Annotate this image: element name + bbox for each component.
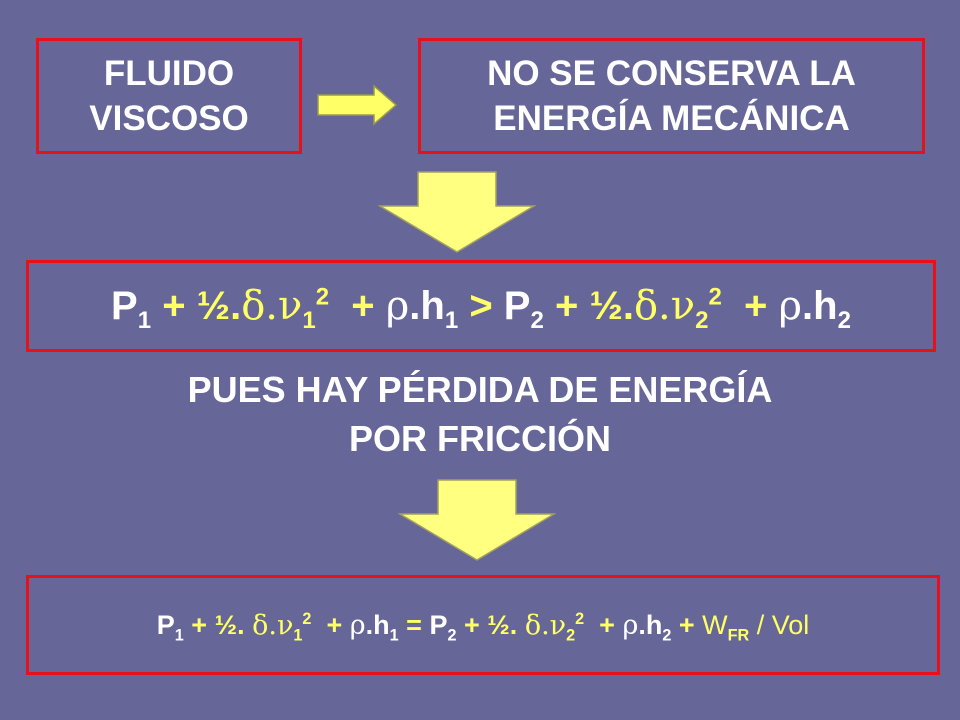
equation-symbol: = bbox=[406, 609, 422, 640]
equation-symbol: + bbox=[351, 284, 375, 328]
equation-symbol: FR bbox=[727, 625, 750, 644]
equation-symbol: δ bbox=[524, 609, 542, 641]
equation-symbol: 1 bbox=[444, 307, 459, 334]
equation-symbol: 1 bbox=[174, 625, 184, 644]
equation-symbol: ν bbox=[276, 609, 294, 641]
equation-symbol: + bbox=[463, 609, 480, 640]
equation-symbol: ½. bbox=[196, 284, 242, 328]
equation-symbol: 2 bbox=[662, 625, 672, 644]
equation-symbol: P bbox=[111, 284, 138, 328]
equation-symbol: P bbox=[429, 609, 448, 640]
equation-symbol: + bbox=[554, 284, 579, 328]
equation-symbol: 1 bbox=[293, 625, 303, 644]
equation-symbol: 2 bbox=[708, 283, 722, 311]
bernoulli-inequality: P1 + ½.δ.ν12 + ρ.h1 > P2 + ½.δ.ν22 + ρ.h… bbox=[111, 283, 851, 333]
equation-symbol: . bbox=[268, 609, 277, 641]
equation-symbol: P bbox=[503, 284, 531, 328]
bernoulli-friction-equation-box: P1 + ½. δ.ν12 + ρ.h1 = P2 + ½. δ.ν22 + ρ… bbox=[26, 575, 940, 675]
equation-symbol: .h bbox=[365, 609, 390, 640]
equation-symbol: W bbox=[702, 609, 728, 640]
down-arrow-icon bbox=[398, 479, 556, 561]
equation-symbol: .h bbox=[802, 284, 838, 328]
energy-not-conserved-box: NO SE CONSERVA LA ENERGÍA MECÁNICA bbox=[418, 38, 925, 154]
energy-loss-line2: POR FRICCIÓN bbox=[348, 418, 611, 459]
equation-symbol: / Vol bbox=[749, 609, 810, 640]
equation-symbol: ρ bbox=[622, 609, 639, 641]
viscous-fluid-line2: VISCOSO bbox=[89, 99, 249, 138]
equation-symbol: 1 bbox=[137, 307, 152, 334]
equation-symbol: 2 bbox=[315, 283, 330, 311]
viscous-fluid-line1: FLUIDO bbox=[103, 54, 235, 93]
equation-symbol: + bbox=[744, 284, 768, 328]
energy-loss-line1: PUES HAY PÉRDIDA DE ENERGÍA bbox=[187, 369, 773, 410]
equation-symbol: 2 bbox=[302, 609, 312, 628]
equation-symbol: 2 bbox=[695, 307, 709, 334]
equation-symbol: ½. bbox=[589, 284, 634, 328]
equation-symbol: + bbox=[326, 609, 343, 640]
right-arrow-icon bbox=[317, 84, 398, 126]
equation-symbol: δ bbox=[633, 283, 659, 329]
equation-symbol: ρ bbox=[349, 609, 366, 641]
equation-symbol: 1 bbox=[389, 625, 399, 644]
equation-symbol: 2 bbox=[566, 625, 576, 644]
equation-symbol: P bbox=[156, 609, 175, 640]
equation-symbol: + bbox=[599, 609, 615, 640]
equation-symbol: ρ bbox=[385, 283, 410, 329]
equation-symbol: ρ bbox=[778, 283, 803, 329]
bernoulli-friction-equation: P1 + ½. δ.ν12 + ρ.h1 = P2 + ½. δ.ν22 + ρ… bbox=[156, 609, 810, 644]
equation-symbol: ν bbox=[549, 609, 567, 641]
equation-symbol: ½. bbox=[487, 609, 525, 640]
equation-symbol: > bbox=[469, 284, 493, 328]
equation-symbol: 2 bbox=[530, 307, 544, 334]
equation-symbol: δ bbox=[241, 283, 266, 329]
equation-symbol: . bbox=[541, 609, 550, 641]
energy-line2: ENERGÍA MECÁNICA bbox=[493, 99, 850, 138]
equation-symbol: ν bbox=[670, 283, 696, 329]
viscous-fluid-box: FLUIDO VISCOSO bbox=[36, 38, 302, 154]
equation-symbol: .h bbox=[409, 284, 445, 328]
equation-symbol: 1 bbox=[302, 307, 316, 334]
equation-symbol: ν bbox=[278, 283, 303, 329]
equation-symbol: + bbox=[191, 609, 208, 640]
equation-symbol: ½. bbox=[214, 609, 253, 640]
down-arrow-icon bbox=[378, 171, 536, 253]
bernoulli-inequality-box: P1 + ½.δ.ν12 + ρ.h1 > P2 + ½.δ.ν22 + ρ.h… bbox=[26, 260, 936, 352]
equation-symbol: + bbox=[162, 284, 186, 328]
equation-symbol: . bbox=[658, 283, 671, 329]
equation-symbol: 2 bbox=[447, 625, 457, 644]
energy-loss-text: PUES HAY PÉRDIDA DE ENERGÍA POR FRICCIÓN bbox=[0, 365, 960, 463]
energy-line1: NO SE CONSERVA LA bbox=[487, 54, 856, 93]
equation-symbol: 2 bbox=[837, 307, 851, 334]
equation-symbol: . bbox=[265, 283, 278, 329]
equation-symbol: 2 bbox=[575, 609, 585, 628]
equation-symbol: δ bbox=[252, 609, 269, 641]
equation-symbol: .h bbox=[638, 609, 663, 640]
equation-symbol: + bbox=[678, 609, 695, 640]
